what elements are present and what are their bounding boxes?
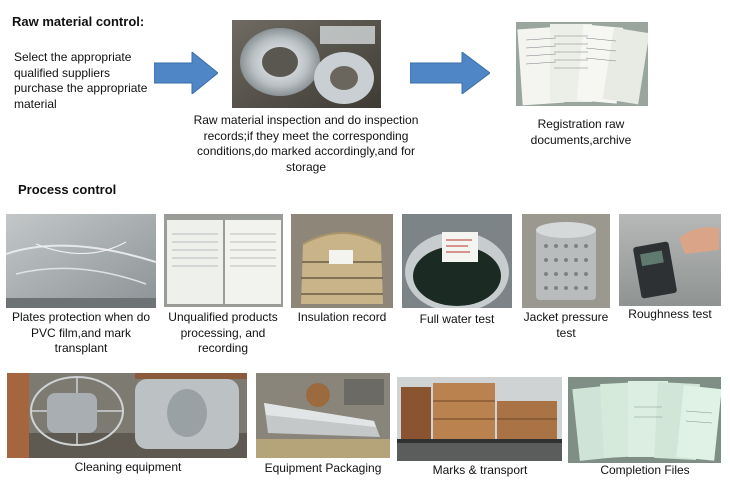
registration-caption: Registration raw documents,archive — [530, 117, 632, 147]
roughness-test-caption: Roughness test — [628, 307, 712, 321]
supplier-selection-text: Select the appropriate qualified supplie… — [14, 50, 148, 111]
unqualified-products-photo — [164, 214, 283, 307]
plates-protection-photo — [6, 214, 156, 308]
inspection-caption: Raw material inspection and do inspectio… — [193, 113, 419, 174]
equipment-packaging-photo — [256, 373, 390, 458]
jacket-pressure-test-caption: Jacket pressure test — [523, 310, 609, 340]
raw-material-title: Raw material control: — [12, 14, 145, 29]
insulation-photo — [291, 214, 393, 308]
full-water-test-photo — [402, 214, 512, 308]
completion-files-photo — [568, 377, 721, 463]
unqualified-products-caption: Unqualified products processing, and rec… — [168, 310, 278, 355]
jacket-pressure-test-photo — [522, 214, 610, 308]
equipment-packaging-caption: Equipment Packaging — [264, 461, 382, 475]
cleaning-equipment-photo — [7, 373, 247, 458]
flow-arrow-2 — [409, 51, 491, 95]
cleaning-equipment-caption: Cleaning equipment — [74, 460, 182, 474]
roughness-test-photo — [619, 214, 721, 306]
plates-protection-caption: Plates protection when do PVC film,and m… — [11, 310, 151, 355]
marks-transport-photo — [397, 377, 562, 461]
process-control-title: Process control — [18, 182, 117, 197]
raw-documents-photo — [516, 22, 648, 106]
marks-transport-caption: Marks & transport — [432, 463, 528, 477]
raw-material-coil-photo — [232, 20, 381, 108]
flow-arrow-1 — [153, 50, 219, 96]
full-water-test-caption: Full water test — [419, 312, 495, 326]
insulation-caption: Insulation record — [297, 310, 387, 324]
completion-files-caption: Completion Files — [600, 463, 690, 477]
